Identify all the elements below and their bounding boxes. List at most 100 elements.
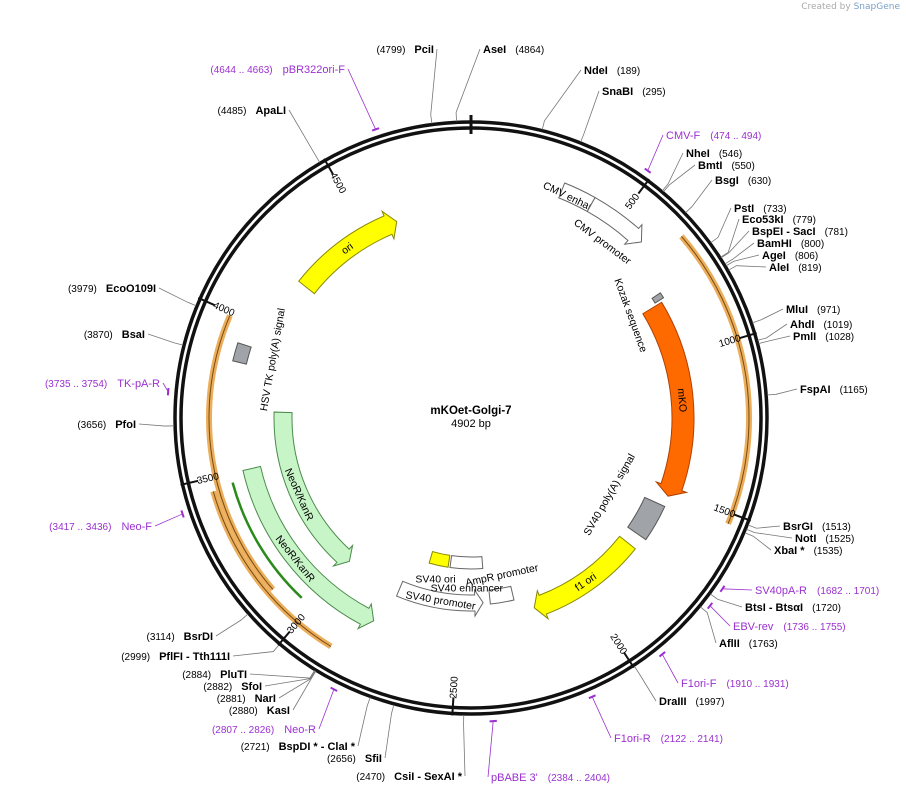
site-bsrdi[interactable]: (3114)BsrDI — [146, 613, 249, 643]
primer-sv40pa-r[interactable]: SV40pA-R (1682 .. 1701) — [719, 585, 879, 597]
site-position: (1763) — [749, 639, 778, 650]
site-pfoi[interactable]: (3656)PfoI — [77, 419, 175, 431]
site-draiii[interactable]: DraIII (1997) — [633, 665, 725, 708]
site-snabi[interactable]: SnaBI(295) — [580, 86, 666, 143]
site-apali[interactable]: (4485)ApaLI — [218, 105, 321, 163]
primer-cmv-f[interactable]: CMV-F(474 .. 494) — [644, 130, 762, 174]
site-label: BsrGI(1513) — [783, 521, 851, 533]
feature-shape — [428, 550, 451, 568]
site-position: (800) — [801, 239, 824, 250]
site-bsrgi[interactable]: BsrGI(1513) — [747, 521, 851, 533]
sites-layer: AseI(4864) (4799)PciI NdeI(189) SnaBI(295) N… — [68, 44, 868, 783]
site-leader — [757, 323, 788, 341]
site-name: AflII — [719, 638, 740, 650]
primer-neo-f[interactable]: (3417 .. 3436)Neo-F — [49, 510, 185, 533]
site-nhei[interactable]: NheI(546) — [661, 148, 742, 192]
site-leader — [758, 335, 791, 345]
site-fspai[interactable]: FspAI(1165) — [767, 384, 868, 396]
site-noti[interactable]: NotI(1525) — [746, 528, 854, 545]
site-btsi[interactable]: BtsI - BtsαI(1720) — [710, 593, 841, 614]
site-pmli[interactable]: PmlI(1028) — [758, 331, 855, 345]
site-asei[interactable]: AseI(4864) — [455, 44, 544, 122]
primer-name: SV40pA-R — [755, 585, 807, 597]
site-ecoo109i[interactable]: (3979)EcoO109I — [68, 283, 197, 307]
primer-name: TK-pA-R — [117, 378, 160, 390]
site-csii[interactable]: (2470)CsiI - SexAI * — [356, 714, 466, 783]
primer-label: (3417 .. 3436)Neo-F — [49, 521, 152, 533]
site-eco53ki[interactable]: Eco53kI(779) — [720, 214, 816, 258]
primer-f1ori-r[interactable]: F1ori-R(2122 .. 2141) — [588, 694, 723, 745]
site-name: DraIII — [659, 696, 687, 708]
site-leader — [215, 613, 249, 637]
site-sfoi[interactable]: (2882)SfoI — [203, 670, 316, 693]
primer-range: (2807 .. 2826) — [212, 725, 274, 736]
site-label: Eco53kI(779) — [742, 214, 816, 226]
site-alei[interactable]: AleI(819) — [728, 262, 822, 274]
site-name: BsaI — [122, 329, 145, 341]
site-label: AseI(4864) — [483, 44, 544, 56]
primer-ebv-rev[interactable]: EBV-rev(1736 .. 1755) — [707, 602, 846, 633]
site-position: (3114) — [146, 632, 174, 643]
site-position: (295) — [642, 87, 665, 98]
site-position: (550) — [731, 161, 754, 172]
site-label: NheI(546) — [686, 148, 742, 160]
site-position: (2999) — [121, 652, 150, 663]
orf-arc-core — [681, 236, 750, 524]
site-position: (4485) — [218, 106, 247, 117]
site-bmti[interactable]: BmtI(550) — [663, 160, 755, 193]
feature-sv40-poly-a-signal: SV40 poly(A) signal — [581, 452, 666, 541]
site-sfii[interactable]: (2656)SfiI — [327, 704, 395, 765]
primer-pbr322ori-f[interactable]: (4644 .. 4663)pBR322ori-F — [210, 64, 380, 132]
site-bspdi[interactable]: (2721)BspDI * - ClaI * — [241, 697, 371, 753]
site-agei[interactable]: AgeI(806) — [725, 250, 818, 267]
site-position: (1997) — [696, 697, 725, 708]
primer-label: CMV-F(474 .. 494) — [666, 130, 761, 142]
primer-f1ori-f[interactable]: F1ori-F(1910 .. 1931) — [658, 651, 789, 690]
site-leader — [264, 670, 316, 687]
site-bamhi[interactable]: BamHI(800) — [724, 238, 824, 265]
site-leader — [767, 388, 798, 396]
site-bsai[interactable]: (3870)BsaI — [84, 329, 184, 346]
tick-mark — [739, 332, 757, 340]
snapgene-credit: Created by SnapGene — [801, 2, 900, 12]
site-ahdi[interactable]: AhdI(1019) — [757, 319, 853, 341]
site-pflfi[interactable]: (2999)PflFI - Tth111I — [121, 644, 280, 663]
primer-tk-pa-r[interactable]: (3735 .. 3754)TK-pA-R — [45, 378, 170, 396]
feature-sv40-enhancer: SV40 enhancer — [431, 555, 504, 594]
site-name: AgeI — [762, 250, 786, 262]
site-pcii[interactable]: (4799)PciI — [377, 44, 438, 124]
neo-orf-arc — [231, 482, 303, 599]
site-mlui[interactable]: MluI(971) — [752, 304, 840, 324]
primer-range: (1682 .. 1701) — [817, 586, 879, 597]
site-bspei[interactable]: BspEI - SacI(781) — [720, 226, 848, 259]
site-name: NheI — [686, 148, 710, 160]
feature-label: NeoR/KanR — [273, 533, 318, 585]
site-name: BtsI - BtsαI — [745, 602, 803, 614]
site-leader — [288, 109, 321, 163]
site-psti[interactable]: PstI(733) — [710, 203, 787, 244]
site-xbai[interactable]: XbaI *(1535) — [744, 532, 843, 557]
primer-neo-r[interactable]: (2807 .. 2826)Neo-R — [212, 686, 338, 736]
site-leader — [724, 242, 755, 265]
primer-pbabe-3-[interactable]: pBABE 3'(2384 .. 2404) — [487, 719, 610, 784]
site-label: PstI(733) — [734, 203, 787, 215]
site-pluti[interactable]: (2884)PluTI — [182, 669, 315, 681]
primer-leader — [154, 513, 183, 527]
feature-shape — [273, 411, 354, 567]
site-leader — [744, 532, 772, 551]
site-label: (4799)PciI — [377, 44, 434, 56]
site-position: (2881) — [217, 694, 246, 705]
primer-label: SV40pA-R (1682 .. 1701) — [755, 585, 879, 597]
site-aflii[interactable]: AflII (1763) — [700, 606, 778, 650]
site-bsgi[interactable]: BsgI(630) — [685, 175, 772, 213]
site-ndei[interactable]: NdeI(189) — [541, 65, 640, 130]
site-leader — [746, 528, 793, 539]
site-label: (3979)EcoO109I — [68, 283, 156, 295]
feature-label: SV40 ori — [415, 574, 455, 586]
site-label: AflII (1763) — [719, 638, 778, 650]
primer-range: (474 .. 494) — [710, 131, 761, 142]
site-label: NdeI(189) — [584, 65, 640, 77]
primer-range: (4644 .. 4663) — [210, 65, 272, 76]
plasmid-length: 4902 bp — [451, 418, 491, 430]
site-position: (733) — [763, 204, 786, 215]
